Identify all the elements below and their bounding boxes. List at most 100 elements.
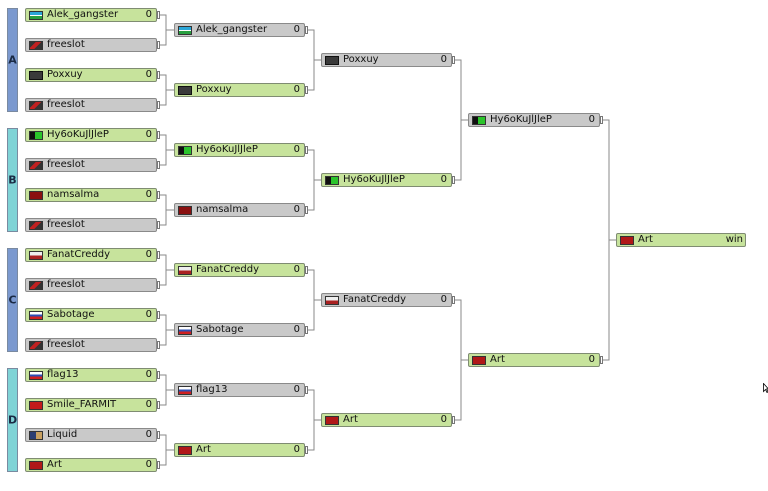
slot-handle[interactable] [157,461,160,469]
slot-handle[interactable] [157,221,160,229]
ussr-flag-icon [29,400,43,410]
slot-handle[interactable] [157,281,160,289]
red-skull-icon [29,190,43,200]
player-score: 0 [145,9,152,20]
art-icon [472,355,486,365]
r3-slot-3[interactable]: FanatCreddy 0 [321,293,455,307]
slot-handle[interactable] [157,191,160,199]
slot-handle[interactable] [157,101,160,109]
player-name: Alek_gangster [47,9,119,20]
red-skull-icon [178,205,192,215]
player-score: 0 [145,189,152,200]
player-score: 0 [440,54,447,65]
r1-slot-1[interactable]: Alek_gangster 0 [25,8,160,22]
player-name: Art [490,354,505,365]
slot-handle[interactable] [157,431,160,439]
clan-icon [178,265,192,275]
r2-slot-7[interactable]: flag13 0 [174,383,308,397]
slot-handle[interactable] [452,176,455,184]
slot-handle[interactable] [157,341,160,349]
player-score: 0 [145,249,152,260]
group-label-b: B [8,173,17,187]
slot-handle[interactable] [157,41,160,49]
freeslot-icon [29,160,43,170]
r1-slot-8[interactable]: freeslot [25,218,160,232]
player-score: 0 [293,324,300,335]
player-name: FanatCreddy [343,294,406,305]
freeslot-icon [29,220,43,230]
slot-handle[interactable] [452,56,455,64]
slot-handle[interactable] [157,161,160,169]
player-score: 0 [145,459,152,470]
r1-slot-4[interactable]: freeslot [25,98,160,112]
slot-handle[interactable] [157,311,160,319]
slot-handle[interactable] [600,356,603,364]
slot-handle[interactable] [600,116,603,124]
r1-slot-16[interactable]: Art 0 [25,458,160,472]
slot-handle[interactable] [157,251,160,259]
slot-handle[interactable] [157,131,160,139]
slot-handle[interactable] [157,11,160,19]
uz-flag-icon [29,10,43,20]
slot-handle[interactable] [305,206,308,214]
group-bar-a: A [7,8,18,112]
player-score: 0 [440,174,447,185]
player-name: Hy6oKuJlJleP [47,129,109,140]
r1-slot-2[interactable]: freeslot [25,38,160,52]
player-name: Art [47,459,62,470]
slot-handle[interactable] [305,266,308,274]
r1-slot-10[interactable]: freeslot [25,278,160,292]
player-score: 0 [145,399,152,410]
r1-slot-12[interactable]: freeslot [25,338,160,352]
slot-handle[interactable] [157,401,160,409]
slot-handle[interactable] [305,386,308,394]
player-name: flag13 [196,384,228,395]
slot-handle[interactable] [452,416,455,424]
slot-handle[interactable] [305,86,308,94]
slot-handle[interactable] [305,26,308,34]
freeslot-icon [29,100,43,110]
player-name: Art [638,234,653,245]
ru-flag-icon [29,370,43,380]
slot-handle[interactable] [305,446,308,454]
slot-handle[interactable] [452,296,455,304]
ru-flag-icon [29,310,43,320]
freeslot-icon [29,340,43,350]
slot-handle[interactable] [305,146,308,154]
ru-flag-icon [178,385,192,395]
ru-flag-icon [178,325,192,335]
player-score: 0 [293,384,300,395]
r1-slot-6[interactable]: freeslot [25,158,160,172]
slot-handle[interactable] [305,326,308,334]
slot-handle[interactable] [157,71,160,79]
player-score: 0 [293,444,300,455]
player-score: 0 [440,294,447,305]
player-name: Alek_gangster [196,24,268,35]
player-name: freeslot [47,279,85,290]
player-score: 0 [293,84,300,95]
player-name: Art [343,414,358,425]
slot-handle[interactable] [157,371,160,379]
